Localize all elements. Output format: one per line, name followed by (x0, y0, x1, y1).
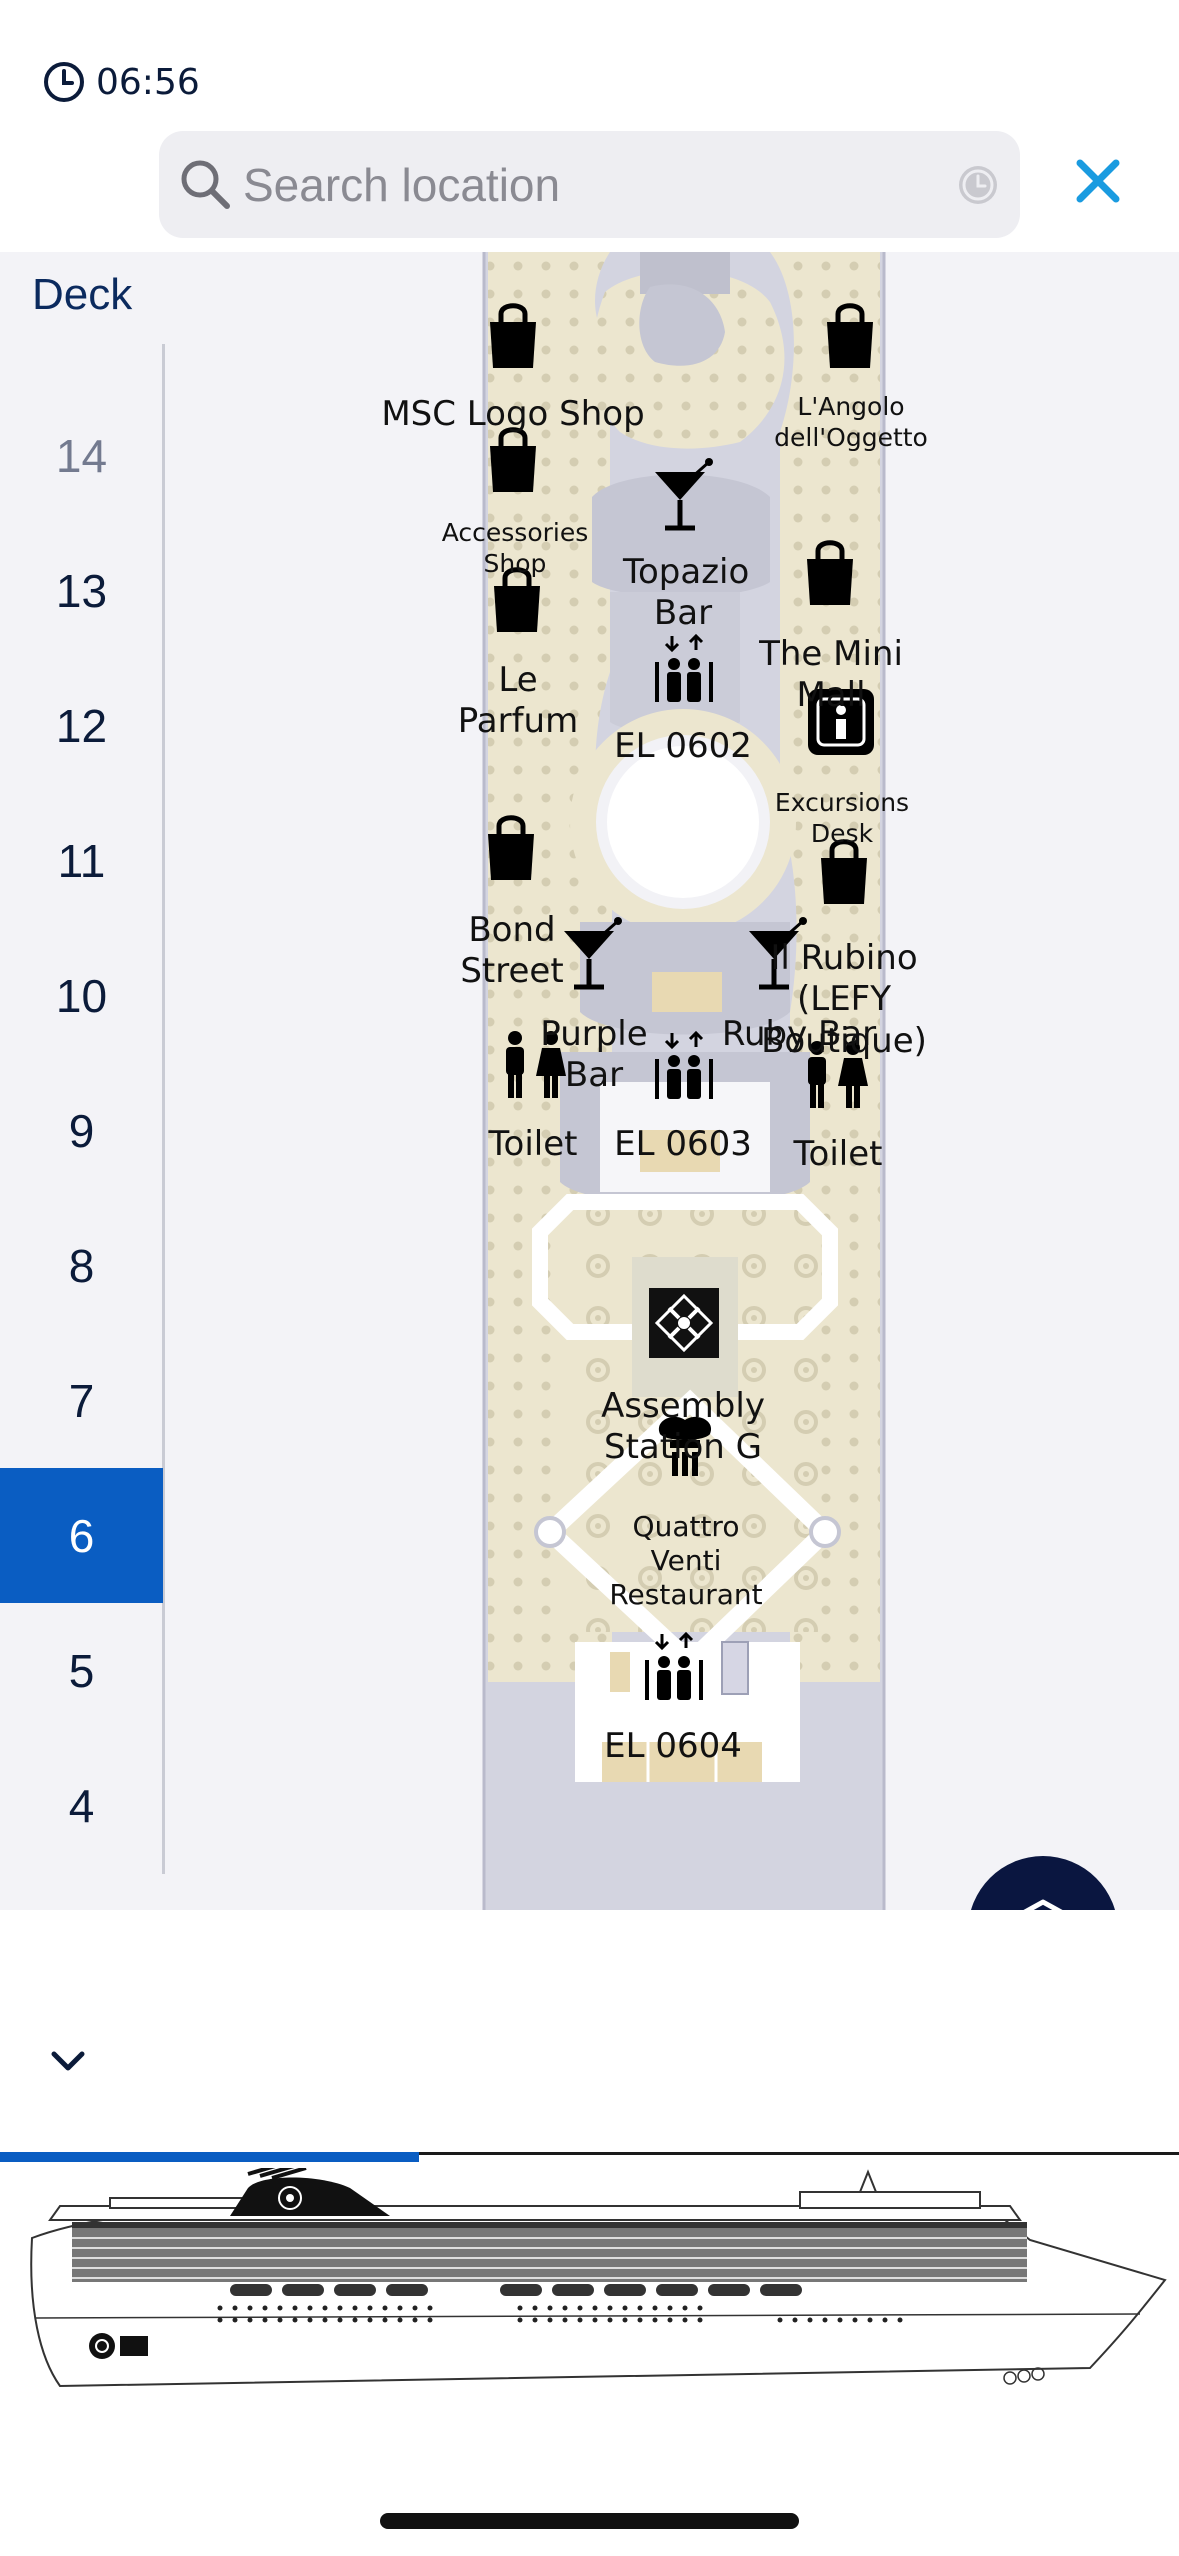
deck-item-5[interactable]: 5 (68, 1644, 95, 1697)
clock-icon (44, 62, 84, 102)
deck-scale-line (162, 344, 165, 1874)
map-label-msc-logo-shop[interactable]: MSC Logo Shop (381, 394, 645, 434)
deck-item-4[interactable]: 4 (68, 1779, 95, 1832)
cocktail-icon[interactable] (651, 458, 715, 532)
deck-item-10[interactable]: 10 (55, 969, 108, 1022)
shopping-bag-icon[interactable] (803, 537, 857, 607)
toilet-icon[interactable] (498, 1030, 570, 1100)
map-label-excursions-desk[interactable]: Excursions Desk (774, 788, 910, 848)
deck-item-6[interactable]: 6 (0, 1468, 163, 1603)
deck-item-11[interactable]: 11 (57, 834, 106, 887)
map-label-langolo-delloggetto[interactable]: L'Angolo dell'Oggetto (774, 392, 928, 452)
history-clock-icon[interactable] (956, 163, 1000, 207)
cabin-bed-icon (1023, 1899, 1063, 1910)
search-input[interactable] (243, 131, 903, 238)
deck-item-8[interactable]: 8 (68, 1239, 95, 1292)
map-label-bond-street[interactable]: Bond Street (460, 910, 564, 992)
map-label-le-parfum[interactable]: Le Parfum (457, 660, 579, 742)
map-label-topazio-bar[interactable]: Topazio Bar (623, 552, 750, 634)
deck-map-area: Deck 14 13 12 11 10 9 8 7 6 5 4 MSC Logo… (0, 252, 1179, 1910)
map-label-purple-bar[interactable]: Purple Bar (540, 1014, 648, 1096)
map-label-assembly-station-g[interactable]: Assembly Station G (601, 1386, 765, 1468)
map-label-el-0602[interactable]: EL 0602 (614, 726, 752, 766)
restaurant-icon[interactable] (650, 1410, 720, 1480)
ship-side-view[interactable] (20, 2168, 1170, 2418)
deck-item-12[interactable]: 12 (55, 699, 108, 752)
shopping-bag-icon[interactable] (490, 564, 544, 634)
assembly-station-icon[interactable] (649, 1288, 719, 1358)
search-icon (181, 160, 230, 209)
shopping-bag-icon[interactable] (817, 836, 871, 906)
map-label-ruby-bar[interactable]: Ruby Bar (721, 1014, 877, 1054)
map-label-accessories-shop[interactable]: Accessories Shop (441, 518, 589, 578)
map-label-el-0604[interactable]: EL 0604 (604, 1726, 742, 1766)
elevator-icon[interactable] (650, 1029, 718, 1103)
map-label-quattro-venti-restaurant[interactable]: Quattro Venti Restaurant (609, 1510, 763, 1612)
cocktail-icon[interactable] (745, 917, 809, 991)
info-icon[interactable] (806, 687, 876, 757)
map-label-el-0603[interactable]: EL 0603 (614, 1124, 752, 1164)
deck-item-13[interactable]: 13 (55, 564, 108, 617)
deck-label: Deck (32, 270, 133, 319)
close-button[interactable] (1070, 153, 1126, 209)
deck-item-14[interactable]: 14 (55, 429, 108, 482)
ship-overview-divider (0, 2152, 1179, 2155)
toilet-icon[interactable] (800, 1040, 872, 1110)
home-indicator[interactable] (380, 2513, 799, 2529)
map-label-il-rubino[interactable]: Il Rubino (LEFY Boutique) (761, 938, 927, 1061)
deck-item-7[interactable]: 7 (68, 1374, 95, 1427)
search-bar[interactable] (159, 131, 1020, 238)
header: 06:56 (0, 0, 1179, 252)
elevator-icon[interactable] (650, 632, 718, 706)
shopping-bag-icon[interactable] (486, 424, 540, 494)
deck-position-indicator (0, 2152, 419, 2162)
status-clock: 06:56 (42, 60, 200, 104)
shopping-bag-icon[interactable] (484, 812, 538, 882)
deck-item-9[interactable]: 9 (68, 1104, 95, 1157)
map-label-toilet-left[interactable]: Toilet (488, 1124, 578, 1164)
elevator-icon[interactable] (640, 1630, 708, 1704)
status-time: 06:56 (96, 61, 200, 103)
map-label-toilet-right[interactable]: Toilet (793, 1134, 883, 1174)
map-label-the-mini-mall[interactable]: The Mini Mall (759, 634, 903, 716)
shopping-bag-icon[interactable] (486, 300, 540, 370)
shopping-bag-icon[interactable] (823, 300, 877, 370)
cocktail-icon[interactable] (560, 917, 624, 991)
chevron-down-icon[interactable] (46, 2040, 90, 2084)
